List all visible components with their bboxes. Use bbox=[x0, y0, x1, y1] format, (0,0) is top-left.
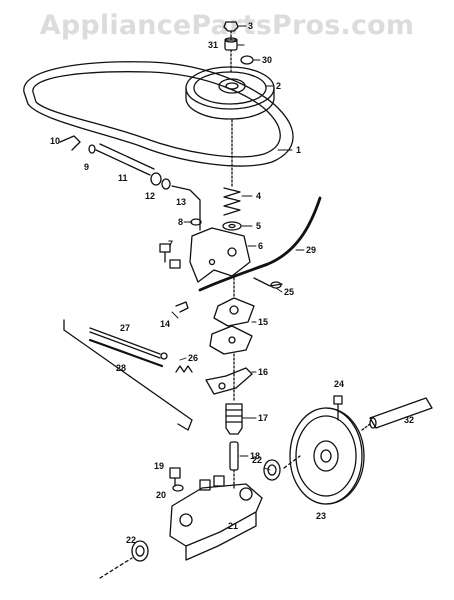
transmission-case bbox=[169, 467, 263, 561]
callout-22-upper: 22 bbox=[252, 455, 263, 465]
callout-8: 8 bbox=[178, 217, 184, 227]
linkage-rods bbox=[63, 319, 193, 431]
pulley-hardware bbox=[223, 21, 254, 73]
callout-27: 27 bbox=[120, 323, 131, 333]
bearings bbox=[99, 459, 281, 579]
idler-bracket bbox=[159, 218, 251, 283]
callout-16: 16 bbox=[258, 367, 269, 377]
callout-10: 10 bbox=[50, 136, 61, 146]
watermark: AppliancePartsPros.com bbox=[39, 10, 415, 41]
shift-arm bbox=[205, 353, 253, 401]
upper-pulley bbox=[185, 66, 275, 120]
callout-5: 5 bbox=[256, 221, 262, 231]
callout-19: 19 bbox=[154, 461, 165, 471]
control-cable bbox=[175, 196, 322, 313]
leader-lines bbox=[171, 25, 305, 471]
callout-4: 4 bbox=[256, 191, 262, 201]
idler-rod bbox=[59, 135, 201, 231]
callout-24: 24 bbox=[334, 379, 345, 389]
callout-14: 14 bbox=[160, 319, 171, 329]
compression-spring bbox=[222, 119, 242, 231]
callout-12: 12 bbox=[145, 191, 156, 201]
callout-7: 7 bbox=[168, 239, 174, 249]
callout-18: 18 bbox=[250, 451, 261, 461]
callout-22-lower: 22 bbox=[126, 535, 137, 545]
vertical-shafts bbox=[225, 403, 243, 491]
callout-29: 29 bbox=[306, 245, 317, 255]
output-shaft bbox=[361, 397, 433, 431]
callout-21: 21 bbox=[228, 521, 239, 531]
callout-30: 30 bbox=[262, 55, 273, 65]
callout-9: 9 bbox=[84, 162, 90, 172]
callout-17: 17 bbox=[258, 413, 269, 423]
callout-23: 23 bbox=[316, 511, 327, 521]
callout-26: 26 bbox=[188, 353, 199, 363]
callout-2: 2 bbox=[276, 81, 282, 91]
callout-32: 32 bbox=[404, 415, 415, 425]
callout-13: 13 bbox=[176, 197, 187, 207]
callout-3: 3 bbox=[248, 21, 254, 31]
callout-15: 15 bbox=[258, 317, 269, 327]
lower-pulley bbox=[283, 395, 365, 505]
callout-1: 1 bbox=[296, 145, 302, 155]
callout-28: 28 bbox=[116, 363, 127, 373]
callout-11: 11 bbox=[118, 173, 128, 183]
callout-20: 20 bbox=[156, 490, 167, 500]
mounting-plates bbox=[209, 277, 255, 355]
callout-31: 31 bbox=[208, 40, 219, 50]
callout-25: 25 bbox=[284, 287, 295, 297]
drive-belt bbox=[23, 61, 294, 167]
callout-6: 6 bbox=[258, 241, 264, 251]
